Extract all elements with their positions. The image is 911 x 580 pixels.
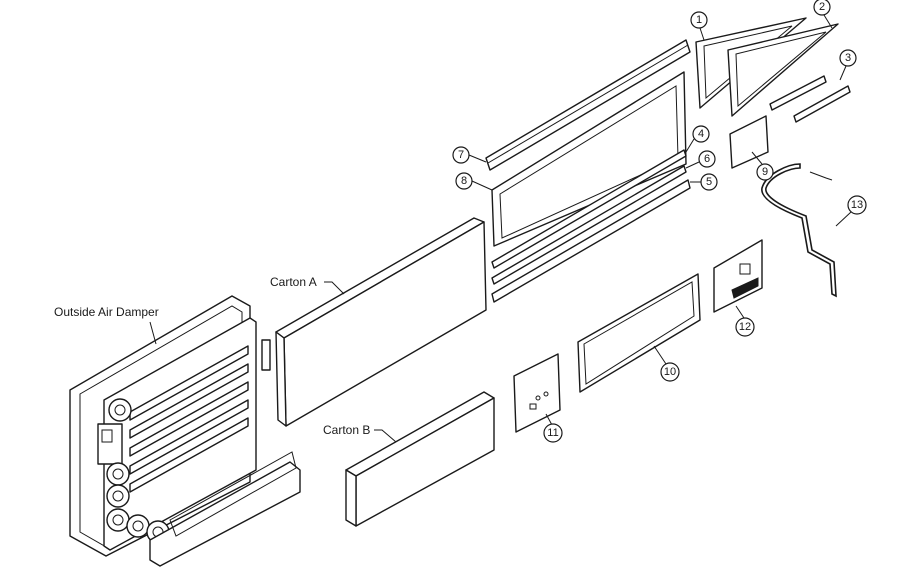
svg-text:6: 6 [704, 153, 710, 165]
part-6-rail [491, 165, 687, 285]
part-5-rail [491, 179, 691, 303]
part-13-rod [761, 163, 837, 298]
part-4-rail [491, 149, 687, 269]
part-3-brackets [769, 75, 851, 123]
svg-text:1: 1 [696, 14, 702, 26]
callout-2: 2 [813, 0, 833, 29]
callout-3: 3 [839, 49, 857, 81]
svg-text:9: 9 [762, 166, 768, 178]
svg-text:10: 10 [664, 366, 676, 378]
part-7-top-channel [485, 39, 691, 171]
part-2-side-panel [727, 23, 839, 117]
svg-text:13: 13 [851, 199, 863, 211]
part-9-plate [729, 115, 769, 169]
callout-5: 5 [690, 173, 718, 191]
leader-carton-b [374, 429, 397, 443]
svg-text:8: 8 [461, 175, 467, 187]
linkage-wheels [106, 398, 170, 544]
carton-b-box [345, 391, 495, 527]
callout-1: 1 [690, 11, 708, 41]
svg-text:3: 3 [845, 52, 851, 64]
leader-outside-air-damper [149, 321, 157, 345]
callout-12: 12 [735, 305, 755, 337]
part-11-plate [513, 353, 561, 433]
callout-7: 7 [452, 146, 487, 164]
label-outside-air-damper: Outside Air Damper [54, 305, 159, 319]
callout-8: 8 [455, 172, 493, 191]
label-carton-a: Carton A [270, 275, 317, 289]
part-10-panel [577, 273, 701, 393]
callout-10: 10 [653, 345, 680, 382]
actuator-box [97, 423, 123, 465]
svg-text:4: 4 [698, 128, 704, 140]
svg-text:11: 11 [547, 427, 558, 439]
callout-4: 4 [685, 125, 710, 153]
callout-11: 11 [543, 413, 563, 443]
callout-6: 6 [685, 150, 716, 169]
callout-9: 9 [751, 151, 774, 181]
carton-a-box [275, 217, 487, 427]
svg-text:12: 12 [739, 321, 751, 333]
svg-text:2: 2 [819, 1, 825, 13]
label-carton-b: Carton B [323, 423, 370, 437]
part-12-panel [713, 239, 763, 313]
callout-13: 13 [835, 195, 867, 227]
leader-carton-a [324, 281, 345, 295]
outside-air-damper-assembly [69, 295, 301, 567]
svg-text:7: 7 [458, 149, 464, 161]
damper-blades [129, 345, 249, 493]
svg-text:5: 5 [706, 176, 712, 188]
